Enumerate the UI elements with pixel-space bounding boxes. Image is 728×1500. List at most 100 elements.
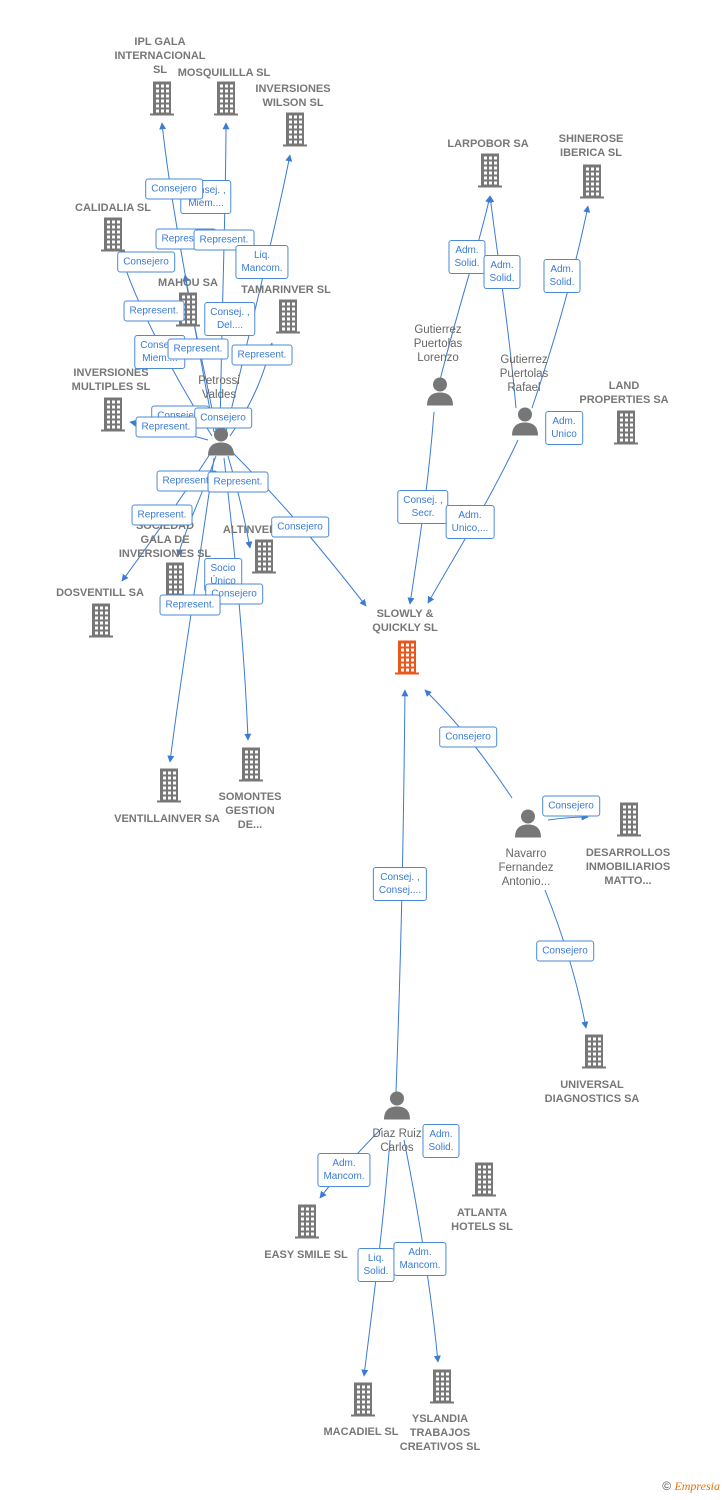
building-icon <box>617 802 641 837</box>
company-node-land[interactable] <box>611 410 641 450</box>
relation-badge[interactable]: Represent. <box>135 416 197 438</box>
relation-badge[interactable]: Consejero <box>536 940 594 962</box>
building-icon <box>351 1382 375 1417</box>
edge-rafael-to-larpobor <box>487 195 517 409</box>
person-node-rafael[interactable] <box>510 406 540 441</box>
relation-badge[interactable]: Adm. Solid. <box>543 259 581 293</box>
company-node-shinerose[interactable] <box>577 164 607 204</box>
company-node-tamarinver[interactable] <box>273 299 303 339</box>
company-label[interactable]: DOSVENTILL SA <box>56 587 144 599</box>
company-node-atlanta[interactable] <box>469 1162 499 1202</box>
company-node-calidalia[interactable] <box>98 217 128 257</box>
relation-badge[interactable]: Consejero <box>542 795 600 817</box>
relation-badge[interactable]: Consej. , Consej.... <box>372 867 428 901</box>
person-label[interactable]: Gutierrez Puertolas Lorenzo <box>413 324 463 364</box>
relation-badge[interactable]: Adm. Solid. <box>483 255 521 289</box>
relation-badge[interactable]: Represent. <box>159 594 221 616</box>
person-label[interactable]: Gutierrez Puertolas Rafael <box>499 354 549 394</box>
relation-badge[interactable]: Consejero <box>117 251 175 273</box>
company-label[interactable]: IPL GALA INTERNACIONAL SL <box>114 36 206 76</box>
company-label[interactable]: ATLANTA HOTELS SL <box>451 1207 513 1233</box>
building-icon <box>252 539 276 574</box>
building-icon <box>101 217 125 252</box>
company-label[interactable]: DESARROLLOS INMOBILIARIOS MATTO... <box>585 847 671 887</box>
company-node-larpobor[interactable] <box>475 153 505 193</box>
person-label[interactable]: Diaz Ruiz Carlos <box>372 1128 422 1154</box>
building-icon <box>430 1369 454 1404</box>
company-label[interactable]: MOSQUILILLA SL <box>177 67 271 79</box>
company-node-wilson[interactable] <box>280 112 310 152</box>
company-label[interactable]: INVERSIONES WILSON SL <box>255 83 331 109</box>
person-node-navarro[interactable] <box>513 808 543 843</box>
person-icon <box>427 377 453 406</box>
company-node-macadiel[interactable] <box>348 1382 378 1422</box>
person-node-petrossi[interactable] <box>206 426 236 461</box>
company-node-inv_multiples[interactable] <box>98 397 128 437</box>
person-label[interactable]: Petrossi Valdes <box>198 375 240 401</box>
copyright-notice: © Empresia <box>662 1479 720 1494</box>
relation-badge[interactable]: Consejero <box>145 178 203 200</box>
company-node-slowly[interactable] <box>392 640 422 680</box>
relation-badge[interactable]: Consejero <box>271 516 329 538</box>
relation-badge[interactable]: Represent. <box>123 300 185 322</box>
company-label[interactable]: TAMARINVER SL <box>241 284 331 296</box>
company-label[interactable]: EASY SMILE SL <box>264 1249 348 1261</box>
relation-badge[interactable]: Adm. Unico <box>545 411 583 445</box>
company-node-dosventill[interactable] <box>86 603 116 643</box>
company-node-sociedad_gala[interactable] <box>160 562 190 602</box>
relation-badge[interactable]: Consej. , Secr. <box>397 490 449 524</box>
relation-badge[interactable]: Consej. , Del.... <box>204 302 256 336</box>
building-icon <box>150 81 174 116</box>
company-node-desarrollos[interactable] <box>614 802 644 842</box>
company-label[interactable]: UNIVERSAL DIAGNOSTICS SA <box>544 1079 640 1105</box>
relation-badge[interactable]: Adm. Mancom. <box>317 1153 371 1187</box>
edge-rafael-to-shinerose <box>531 205 591 409</box>
building-icon <box>163 562 187 597</box>
relation-badge[interactable]: Consej. , Miem.... <box>134 335 186 369</box>
building-icon <box>276 299 300 334</box>
relation-badge[interactable]: Liq. Mancom. <box>235 245 289 279</box>
company-node-altinver[interactable] <box>249 539 279 579</box>
company-label[interactable]: SHINEROSE IBERICA SL <box>558 133 624 159</box>
relation-badge[interactable]: Consejero <box>439 726 497 748</box>
company-label[interactable]: LARPOBOR SA <box>447 138 529 150</box>
company-node-somontes[interactable] <box>236 747 266 787</box>
relation-badge[interactable]: Represent. <box>131 504 193 526</box>
relation-badge[interactable]: Adm. Solid. <box>422 1124 460 1158</box>
person-node-diaz[interactable] <box>382 1090 412 1125</box>
edge-petrossi-to-wilson <box>225 154 293 433</box>
relation-badge[interactable]: Consejero <box>194 407 252 429</box>
relation-badge[interactable]: Adm. Mancom. <box>393 1242 447 1276</box>
company-label[interactable]: INVERSIONES MULTIPLES SL <box>71 367 151 393</box>
edge-navarro-to-universal <box>544 889 589 1029</box>
edge-petrossi-to-somontes <box>223 457 252 741</box>
company-label[interactable]: SOMONTES GESTION DE... <box>218 791 282 831</box>
company-label[interactable]: CALIDALIA SL <box>75 202 151 214</box>
brand-logo[interactable]: Empresia <box>674 1479 720 1493</box>
company-node-ipl[interactable] <box>147 81 177 121</box>
relation-badge[interactable]: Represent. <box>167 338 229 360</box>
person-node-lorenzo[interactable] <box>425 376 455 411</box>
company-node-mosquililla[interactable] <box>211 81 241 121</box>
company-node-yslandia[interactable] <box>427 1369 457 1409</box>
relation-badge[interactable]: Represent. <box>231 344 293 366</box>
person-icon <box>515 809 541 838</box>
relation-badge[interactable]: Adm. Unico,... <box>445 505 495 539</box>
edge-petrossi-to-altinver <box>227 455 253 549</box>
company-label[interactable]: MACADIEL SL <box>323 1426 399 1438</box>
edge-lorenzo-to-larpobor <box>439 195 493 381</box>
relation-badge[interactable]: Liq. Solid. <box>357 1248 395 1282</box>
company-node-easysmile[interactable] <box>292 1204 322 1244</box>
company-label[interactable]: VENTILLAINVER SA <box>114 813 220 825</box>
company-label[interactable]: ALTINVER <box>222 524 278 536</box>
company-label[interactable]: MAHOU SA <box>158 277 218 289</box>
person-label[interactable]: Navarro Fernandez Antonio... <box>498 848 554 888</box>
company-node-universal[interactable] <box>579 1034 609 1074</box>
company-label[interactable]: YSLANDIA TRABAJOS CREATIVOS SL <box>399 1413 481 1453</box>
company-node-ventillainver[interactable] <box>154 768 184 808</box>
relation-badge[interactable]: Adm. Solid. <box>448 240 486 274</box>
company-label[interactable]: LAND PROPERTIES SA <box>579 380 669 406</box>
company-label[interactable]: SLOWLY & QUICKLY SL <box>372 608 438 634</box>
relation-badge[interactable]: Represent. <box>207 471 269 493</box>
